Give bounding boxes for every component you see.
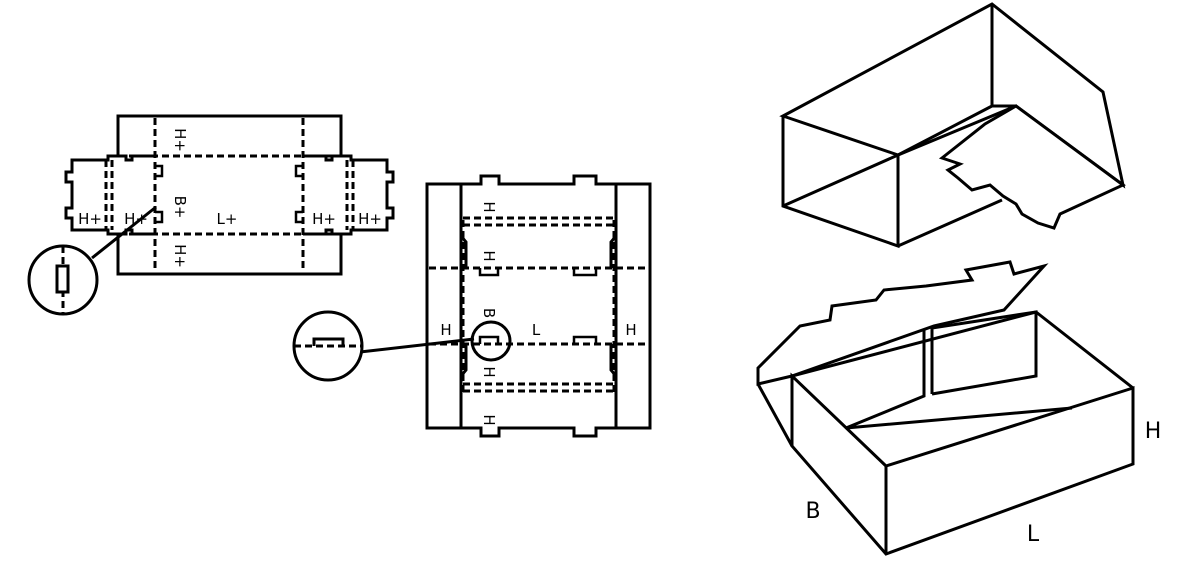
- blank2-label-left: H: [440, 321, 451, 339]
- blank1-left-panels: [64, 154, 118, 236]
- blank1-callout-line: [91, 205, 157, 260]
- blank1-slot-marks: [155, 164, 303, 224]
- box-label-width: B: [805, 499, 820, 524]
- blank1-label-top-flap: H+: [171, 128, 189, 152]
- blank1-label-right-inner: H+: [312, 210, 336, 228]
- box-label-length: L: [1027, 522, 1040, 547]
- blank1-label-left-outer: H+: [78, 210, 102, 228]
- blank1-label-center-width: B+: [171, 196, 189, 219]
- blank2-diagram: H H L B H H H H: [292, 174, 652, 438]
- blank1-bottom-flap: [116, 234, 343, 276]
- blank1-top-flap: [116, 114, 343, 156]
- box-open-flap: [756, 260, 1049, 386]
- lid-inner-edges: [782, 4, 1016, 248]
- blank2-right-panel: [614, 182, 652, 430]
- blank2-body-outline: [459, 174, 618, 438]
- blank1-label-right-outer: H+: [358, 210, 382, 228]
- blank2-label-center-width: B: [480, 308, 498, 318]
- box-diagram: H B L: [756, 260, 1162, 556]
- blank2-label-top-inner: H: [480, 250, 498, 261]
- box-label-height: H: [1145, 419, 1162, 444]
- blank1-detail-slot: [55, 264, 70, 294]
- box-body: [790, 372, 1135, 556]
- blank2-label-right: H: [625, 321, 636, 339]
- blank1-label-left-inner: H+: [124, 210, 148, 228]
- blank2-detail-slot: [312, 337, 345, 346]
- lid-cutout-flap: [938, 104, 1126, 230]
- blank1-label-center-length: L+: [217, 210, 238, 228]
- blank2-slot-marks: [478, 268, 598, 344]
- box-inner-dividers: [845, 310, 1073, 430]
- blank1-body-outline: [118, 154, 341, 236]
- blank2-label-bottom-outer: H: [480, 414, 498, 425]
- blank2-label-center-length: L: [532, 321, 541, 339]
- blank1-label-bottom-flap: H+: [171, 244, 189, 268]
- blank1-right-panels: [341, 154, 395, 236]
- blank2-label-bottom-inner: H: [480, 366, 498, 377]
- blank2-left-panel: [425, 182, 463, 430]
- blank2-callout-ring: [470, 320, 512, 362]
- lid-front-face: [781, 116, 900, 249]
- blank1-diagram: H+ H+ B+ L+ H+ H+ H+ H+: [27, 114, 395, 316]
- box-front-edge: [756, 383, 888, 554]
- blank2-label-top-outer: H: [480, 201, 498, 212]
- blank2-callout-line: [359, 337, 475, 354]
- lid-diagram: [779, 2, 1126, 249]
